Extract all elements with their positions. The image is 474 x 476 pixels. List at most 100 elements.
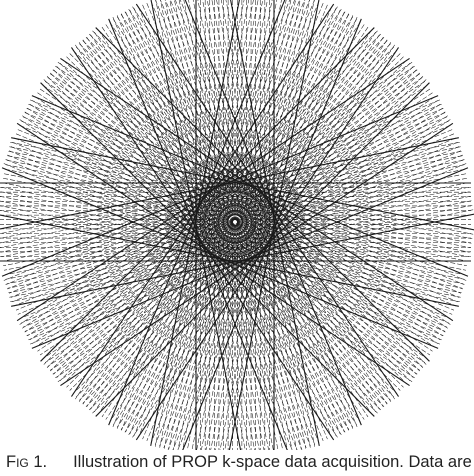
blade-readout-line bbox=[29, 77, 423, 340]
blade-readout-line bbox=[24, 112, 462, 294]
blade-readout-line bbox=[9, 146, 473, 240]
blade-readout-line bbox=[43, 30, 378, 365]
blade-readout-line bbox=[10, 209, 474, 303]
blade-readout-line bbox=[78, 42, 342, 435]
kspace-blades bbox=[0, 0, 474, 450]
blade-readout-line bbox=[22, 115, 415, 379]
blade-edge-line bbox=[11, 213, 474, 307]
blade-edge-line bbox=[150, 0, 240, 446]
blade-readout-line bbox=[63, 50, 398, 385]
blade-readout-line bbox=[133, 8, 315, 445]
blade-readout-line bbox=[23, 116, 460, 298]
blade-readout-line bbox=[14, 125, 451, 307]
blade-readout-line bbox=[27, 107, 420, 371]
blade-readout-line bbox=[75, 6, 338, 400]
blade-readout-line bbox=[3, 177, 467, 271]
blade-readout-line bbox=[2, 168, 466, 262]
blade-readout-line bbox=[117, 34, 380, 428]
blade-readout-line bbox=[183, 0, 274, 450]
blade-readout-line bbox=[15, 133, 453, 315]
blade-readout-line bbox=[117, 16, 380, 410]
blade-readout-line bbox=[155, 0, 337, 436]
blade-readout-line bbox=[0, 150, 462, 244]
blade-edge-line bbox=[135, 47, 399, 441]
blade-readout-line bbox=[116, 0, 295, 429]
blade-readout-line bbox=[55, 65, 448, 329]
blade-readout-line bbox=[3, 177, 467, 271]
blade-readout-line bbox=[6, 191, 470, 285]
blade-readout-line bbox=[128, 42, 392, 435]
blade-readout-line bbox=[55, 115, 448, 379]
blade-readout-line bbox=[79, 66, 414, 401]
blade-edge-line bbox=[31, 167, 469, 349]
blade-readout-line bbox=[8, 150, 472, 244]
blade-readout-line bbox=[220, 0, 311, 448]
blade-readout-line bbox=[69, 56, 404, 391]
blade-readout-line bbox=[7, 195, 471, 289]
blade-readout-line bbox=[225, 0, 316, 447]
blade-readout-line bbox=[69, 53, 404, 388]
blade-edge-line bbox=[60, 58, 454, 322]
blade-readout-line bbox=[97, 29, 361, 423]
blade-readout-line bbox=[5, 158, 442, 341]
blade-readout-line bbox=[24, 111, 418, 375]
blade-readout-line bbox=[28, 158, 465, 341]
blade-readout-line bbox=[154, 0, 245, 447]
blade-readout-line bbox=[34, 84, 428, 348]
blade-readout-line bbox=[26, 108, 463, 290]
blade-edge-line bbox=[60, 122, 454, 386]
blade-readout-line bbox=[128, 9, 392, 402]
blade-readout-line bbox=[24, 69, 418, 333]
blade-readout-line bbox=[170, 0, 349, 431]
blade-edge-line bbox=[150, 0, 242, 450]
caption-text: Illustration of PROP k-space data acquis… bbox=[73, 453, 472, 471]
blade-readout-line bbox=[14, 137, 451, 319]
figure-label: Fig 1. bbox=[6, 453, 48, 471]
figure-caption: Fig 1. Illustration of PROP k-space data … bbox=[6, 452, 474, 472]
blade-readout-line bbox=[63, 59, 398, 394]
blade-readout-line bbox=[92, 79, 427, 414]
blade-readout-line bbox=[132, 44, 395, 438]
blade-readout-line bbox=[187, 0, 278, 450]
blade-readout-line bbox=[129, 0, 310, 434]
blade-readout-line bbox=[121, 0, 300, 431]
blade-readout-line bbox=[46, 76, 381, 411]
blade-readout-line bbox=[216, 0, 307, 449]
blade-readout-line bbox=[19, 62, 413, 325]
blade-readout-line bbox=[215, 0, 306, 450]
blade-readout-line bbox=[7, 154, 444, 336]
blade-readout-line bbox=[56, 43, 391, 378]
blade-readout-line bbox=[129, 10, 311, 447]
blade-readout-line bbox=[8, 200, 472, 294]
blade-readout-line bbox=[82, 39, 346, 433]
blade-readout-line bbox=[82, 40, 417, 375]
blade-readout-line bbox=[3, 99, 440, 281]
blade-readout-line bbox=[155, 8, 337, 445]
blade-readout-line bbox=[26, 154, 463, 336]
blade-readout-line bbox=[21, 120, 458, 302]
blade-edge-line bbox=[108, 0, 286, 426]
blade-readout-line bbox=[8, 112, 446, 294]
blade-readout-line bbox=[138, 6, 320, 443]
blade-edge-line bbox=[1, 95, 439, 277]
blade-edge-line bbox=[182, 18, 362, 450]
blade-readout-line bbox=[12, 120, 449, 302]
blade-readout-line bbox=[34, 96, 428, 360]
blade-edge-line bbox=[135, 3, 399, 397]
blade-edge-line bbox=[31, 95, 469, 277]
blade-readout-line bbox=[57, 62, 451, 325]
blade-readout-line bbox=[53, 69, 388, 404]
blade-readout-line bbox=[37, 88, 431, 352]
blade-readout-line bbox=[224, 0, 315, 450]
blade-readout-line bbox=[12, 142, 449, 324]
blade-readout-line bbox=[37, 92, 431, 356]
blade-edge-line bbox=[108, 18, 288, 450]
blade-readout-line bbox=[10, 116, 447, 298]
blade-readout-line bbox=[10, 141, 474, 235]
blade-readout-line bbox=[112, 17, 293, 450]
blade-edge-line bbox=[1, 167, 439, 349]
blade-readout-line bbox=[0, 155, 463, 248]
blade-readout-line bbox=[182, 0, 273, 450]
blade-edge-line bbox=[40, 27, 375, 362]
blade-readout-line bbox=[46, 33, 381, 368]
